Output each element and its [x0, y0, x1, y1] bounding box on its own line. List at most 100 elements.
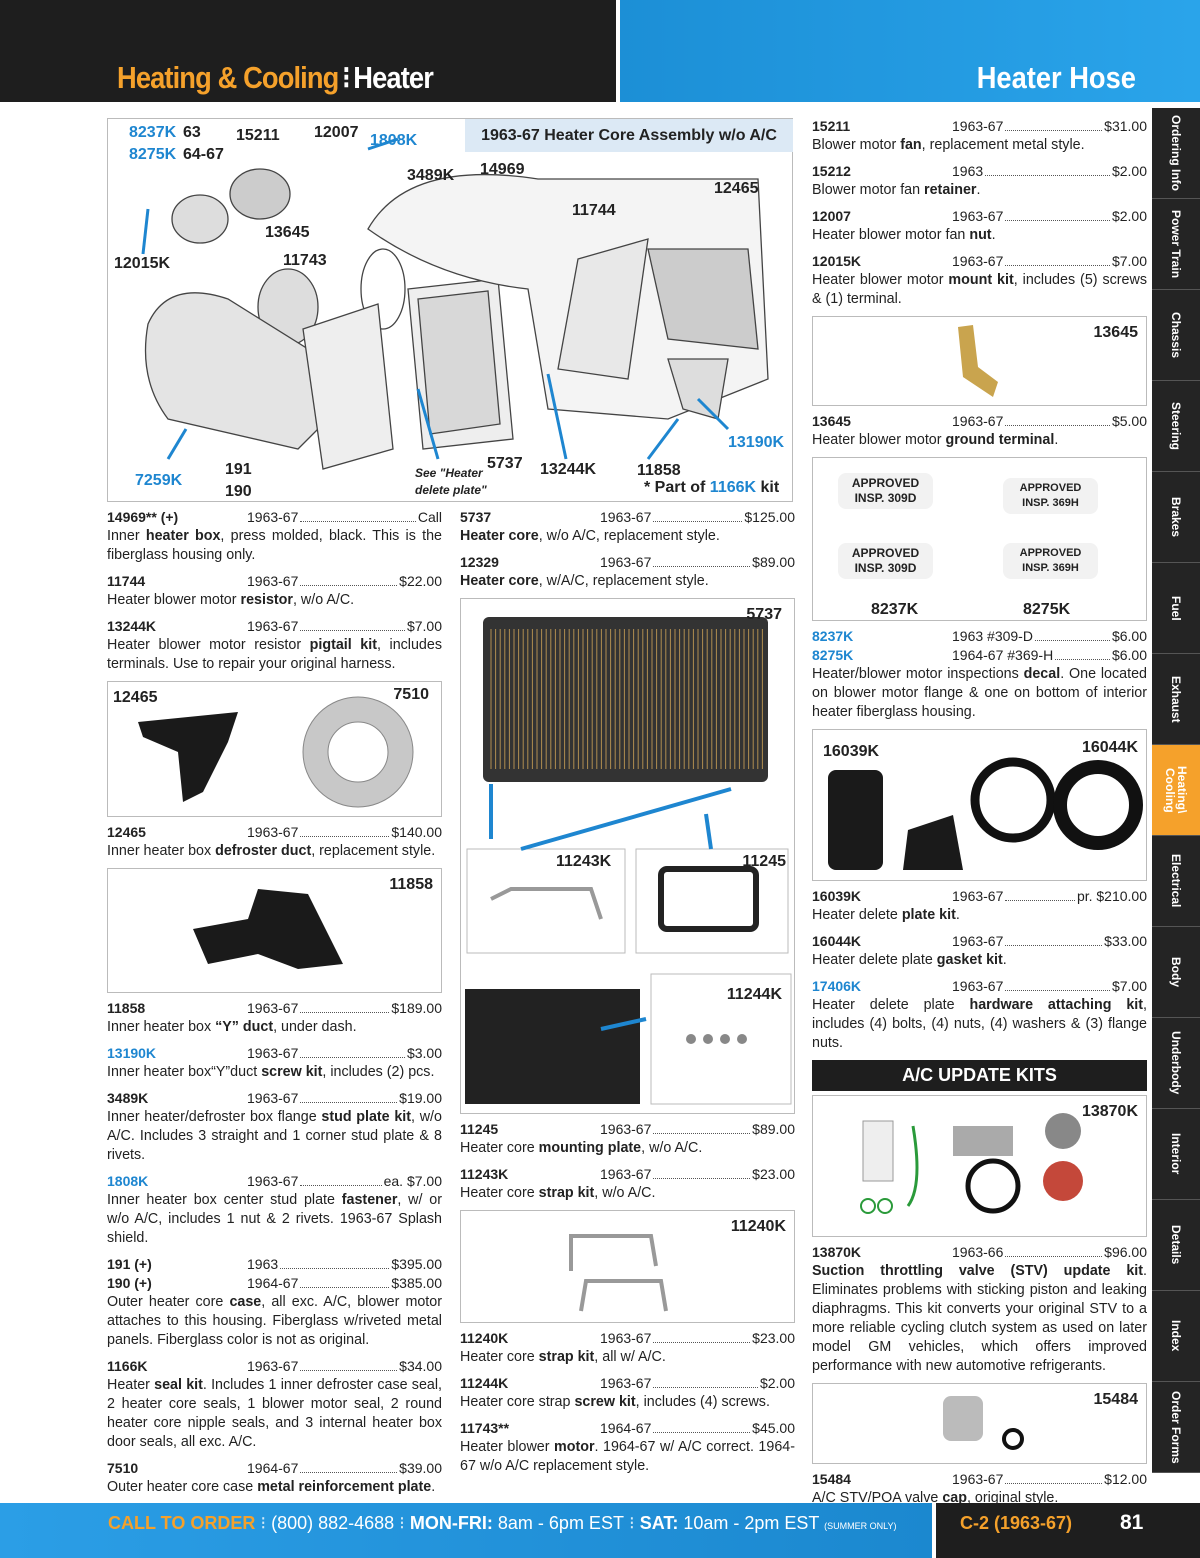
part-years: 1963 — [247, 1256, 279, 1272]
part-number[interactable]: 17406K — [812, 978, 862, 994]
description-bold: screw kit — [261, 1064, 323, 1080]
tab-ordering-info[interactable]: Ordering Info — [1152, 108, 1200, 199]
header-right — [620, 0, 1200, 102]
phone-number[interactable]: (800) 882-4688 — [271, 1513, 395, 1533]
image-label: 8275K — [1023, 601, 1071, 618]
call-to-order: CALL TO ORDER — [108, 1513, 256, 1533]
part-price: ea. $7.00 — [383, 1173, 442, 1189]
dot-leader — [300, 1176, 382, 1186]
tab-details[interactable]: Details — [1152, 1200, 1200, 1291]
tab-chassis[interactable]: Chassis — [1152, 290, 1200, 381]
part-number[interactable]: 8275K — [812, 647, 854, 663]
description-text: Heater core — [460, 1349, 539, 1365]
part-description: Heater blower motor. 1964-67 w/ A/C corr… — [460, 1438, 795, 1476]
tab-label: Steering — [1169, 401, 1183, 450]
label-12465: 12465 — [714, 180, 759, 197]
tab-body[interactable]: Body — [1152, 927, 1200, 1018]
description-bold: mount kit — [948, 272, 1014, 288]
description-bold: heater box — [145, 528, 221, 544]
part-number: 191 (+) — [107, 1256, 152, 1272]
part-description: Heater core mounting plate, w/o A/C. — [460, 1139, 795, 1158]
footer-contact: CALL TO ORDER⁝(800) 882-4688⁝MON-FRI: 8a… — [108, 1513, 897, 1533]
dot-leader — [653, 557, 751, 567]
label-191: 191 — [225, 461, 252, 478]
description-bold: case — [229, 1294, 262, 1310]
image-label: 16039K — [823, 743, 880, 760]
part-number[interactable]: 13190K — [107, 1045, 157, 1061]
tab-brakes[interactable]: Brakes — [1152, 472, 1200, 563]
part-description: Heater blower motor resistor pigtail kit… — [107, 636, 442, 674]
tab-heating-cooling[interactable]: Heating\ Cooling — [1152, 745, 1200, 836]
tab-power-train[interactable]: Power Train — [1152, 199, 1200, 290]
tab-order-forms[interactable]: Order Forms — [1152, 1382, 1200, 1473]
tab-fuel[interactable]: Fuel — [1152, 563, 1200, 654]
section-title: Heating & Cooling — [117, 60, 339, 95]
kit-text: kit — [760, 479, 780, 496]
tab-index[interactable]: Index — [1152, 1291, 1200, 1382]
description-bold: Heater core — [460, 573, 539, 589]
part-years: 1963-67 — [952, 933, 1004, 949]
tab-steering[interactable]: Steering — [1152, 381, 1200, 472]
description-text: , w/o A/C. — [594, 1185, 656, 1201]
description-bold: screw kit — [574, 1394, 636, 1410]
product-image-11858: 11858 — [107, 868, 442, 993]
part-number: 12465 — [107, 824, 146, 840]
description-text: . — [991, 227, 996, 243]
part-number[interactable]: 8237K — [812, 628, 854, 644]
part-price: $2.00 — [1111, 163, 1147, 179]
dot-leader — [653, 1169, 751, 1179]
label-190: 190 — [225, 483, 252, 500]
part-description: Heater core strap screw kit, includes (4… — [460, 1393, 795, 1412]
description-text: Inner heater box — [107, 1019, 216, 1035]
description-text: . Eliminates problems with sticking pist… — [812, 1263, 1147, 1374]
label-8275k: 8275K — [129, 146, 177, 163]
right-page-title: Heater Hose — [976, 60, 1136, 95]
kit-link[interactable]: 1166K — [709, 479, 757, 496]
part-description: Heater blower motor ground terminal. — [812, 431, 1147, 450]
description-bold: nut — [969, 227, 992, 243]
inspection-decal: APPROVED INSP. 369H — [1003, 478, 1098, 514]
dot-leader — [1005, 936, 1103, 946]
dot-leader — [1005, 1247, 1103, 1257]
description-text: , w/o A/C. Includes 3 straight and 1 cor… — [107, 1109, 442, 1163]
description-bold: pigtail kit — [309, 637, 377, 653]
tab-interior[interactable]: Interior — [1152, 1109, 1200, 1200]
part-number[interactable]: 1808K — [107, 1173, 149, 1189]
inspection-decal: APPROVED INSP. 309D — [838, 473, 933, 509]
dot-leader — [1005, 981, 1110, 991]
tab-label: Ordering Info — [1169, 115, 1183, 191]
tab-electrical[interactable]: Electrical — [1152, 836, 1200, 927]
label-7259k: 7259K — [135, 472, 183, 489]
image-label: 5737 — [746, 606, 782, 623]
description-bold: strap kit — [538, 1185, 595, 1201]
tab-label: Interior — [1169, 1133, 1183, 1175]
label-11858: 11858 — [637, 462, 681, 479]
description-text: . — [1054, 432, 1059, 448]
image-label: 7510 — [393, 686, 429, 703]
image-label: 11240K — [730, 1218, 786, 1235]
tab-exhaust[interactable]: Exhaust — [1152, 654, 1200, 745]
dot-leader — [300, 1361, 398, 1371]
tab-underbody[interactable]: Underbody — [1152, 1018, 1200, 1109]
label-8237k: 8237K — [129, 124, 177, 141]
label-15211: 15211 — [236, 127, 280, 144]
part-years: 1963-67 — [600, 1375, 652, 1391]
part-years: 1963-67 — [952, 413, 1004, 429]
description-text: , includes terminals. Use to repair your… — [107, 637, 442, 672]
part-years: 1963-67 — [952, 1471, 1004, 1487]
label-part-of-kit: * Part of 1166K kit — [644, 479, 779, 497]
image-label: 11858 — [389, 876, 433, 893]
part-price: $3.00 — [406, 1045, 442, 1061]
